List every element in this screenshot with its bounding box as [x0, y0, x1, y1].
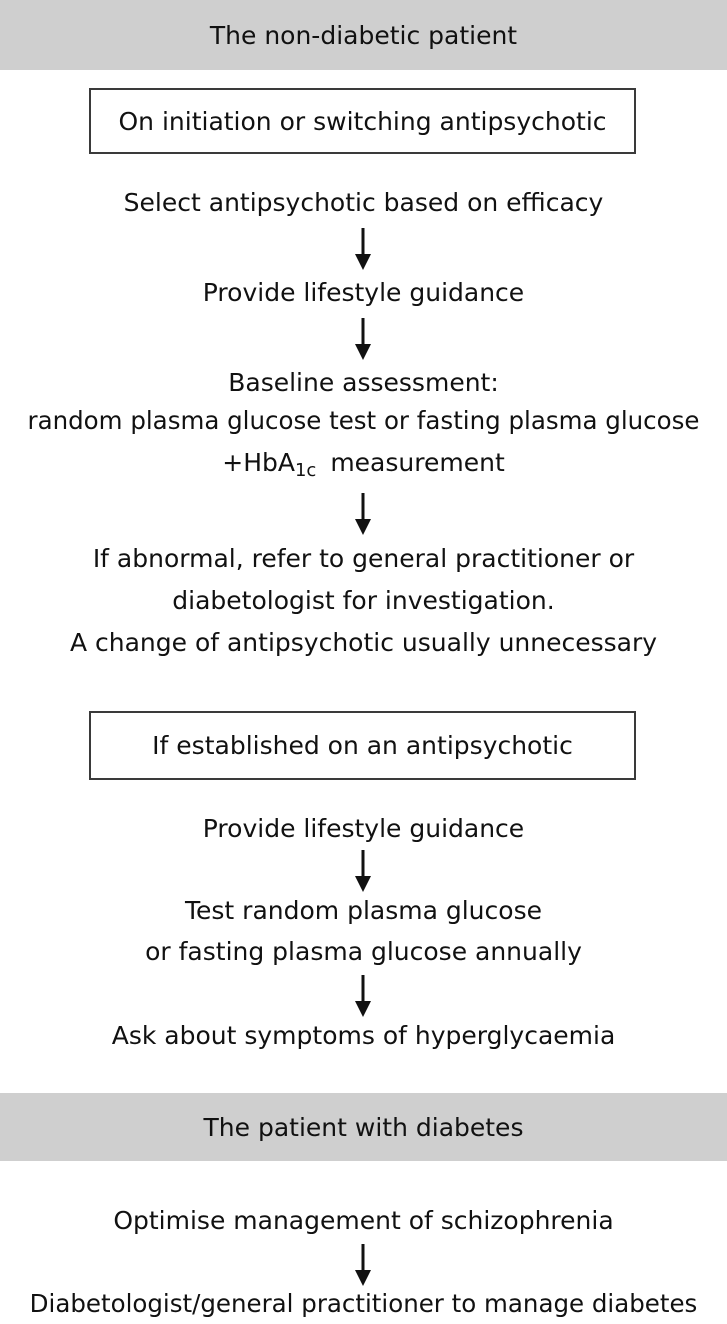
- section-header-non-diabetic: The non-diabetic patient: [0, 0, 727, 70]
- step-fasting-glucose-annually: or fasting plasma glucose annually: [145, 937, 582, 966]
- step-hba1c-measurement: +HbA1c measurement: [0, 448, 727, 486]
- step-lifestyle-guidance-established: Provide lifestyle guidance: [202, 814, 525, 843]
- arrow-down-icon: [355, 228, 371, 270]
- section-header-diabetic: The patient with diabetes: [0, 1093, 727, 1161]
- section-title: The patient with diabetes: [203, 1112, 524, 1142]
- step-manage-diabetes: Diabetologist/general practitioner to ma…: [29, 1289, 698, 1318]
- step-change-unnecessary: A change of antipsychotic usually unnece…: [69, 628, 658, 657]
- step-lifestyle-guidance: Provide lifestyle guidance: [202, 278, 525, 307]
- arrow-down-icon: [355, 318, 371, 360]
- arrow-down-icon: [355, 975, 371, 1017]
- box-label: On initiation or switching antipsychotic: [118, 106, 607, 136]
- arrow-down-icon: [355, 493, 371, 535]
- hba-subscript: 1c: [294, 460, 317, 481]
- step-select-antipsychotic: Select antipsychotic based on efficacy: [123, 188, 604, 217]
- step-baseline-assessment: Baseline assessment:: [228, 368, 499, 397]
- section-title: The non-diabetic patient: [209, 20, 518, 50]
- step-diabetologist-investigation: diabetologist for investigation.: [172, 586, 555, 615]
- step-if-abnormal: If abnormal, refer to general practition…: [92, 544, 635, 573]
- initiation-box: On initiation or switching antipsychotic: [89, 88, 636, 154]
- box-label: If established on an antipsychotic: [152, 731, 573, 760]
- hba-label: +HbA: [222, 448, 295, 477]
- measurement-label: measurement: [330, 448, 505, 477]
- step-test-random-glucose: Test random plasma glucose: [185, 896, 542, 925]
- step-baseline-tests: random plasma glucose test or fasting pl…: [27, 406, 700, 435]
- arrow-down-icon: [355, 1244, 371, 1286]
- step-hyperglycaemia-symptoms: Ask about symptoms of hyperglycaemia: [111, 1021, 616, 1050]
- arrow-down-icon: [355, 850, 371, 892]
- established-box: If established on an antipsychotic: [89, 711, 636, 780]
- step-optimise-schizophrenia: Optimise management of schizophrenia: [113, 1206, 614, 1235]
